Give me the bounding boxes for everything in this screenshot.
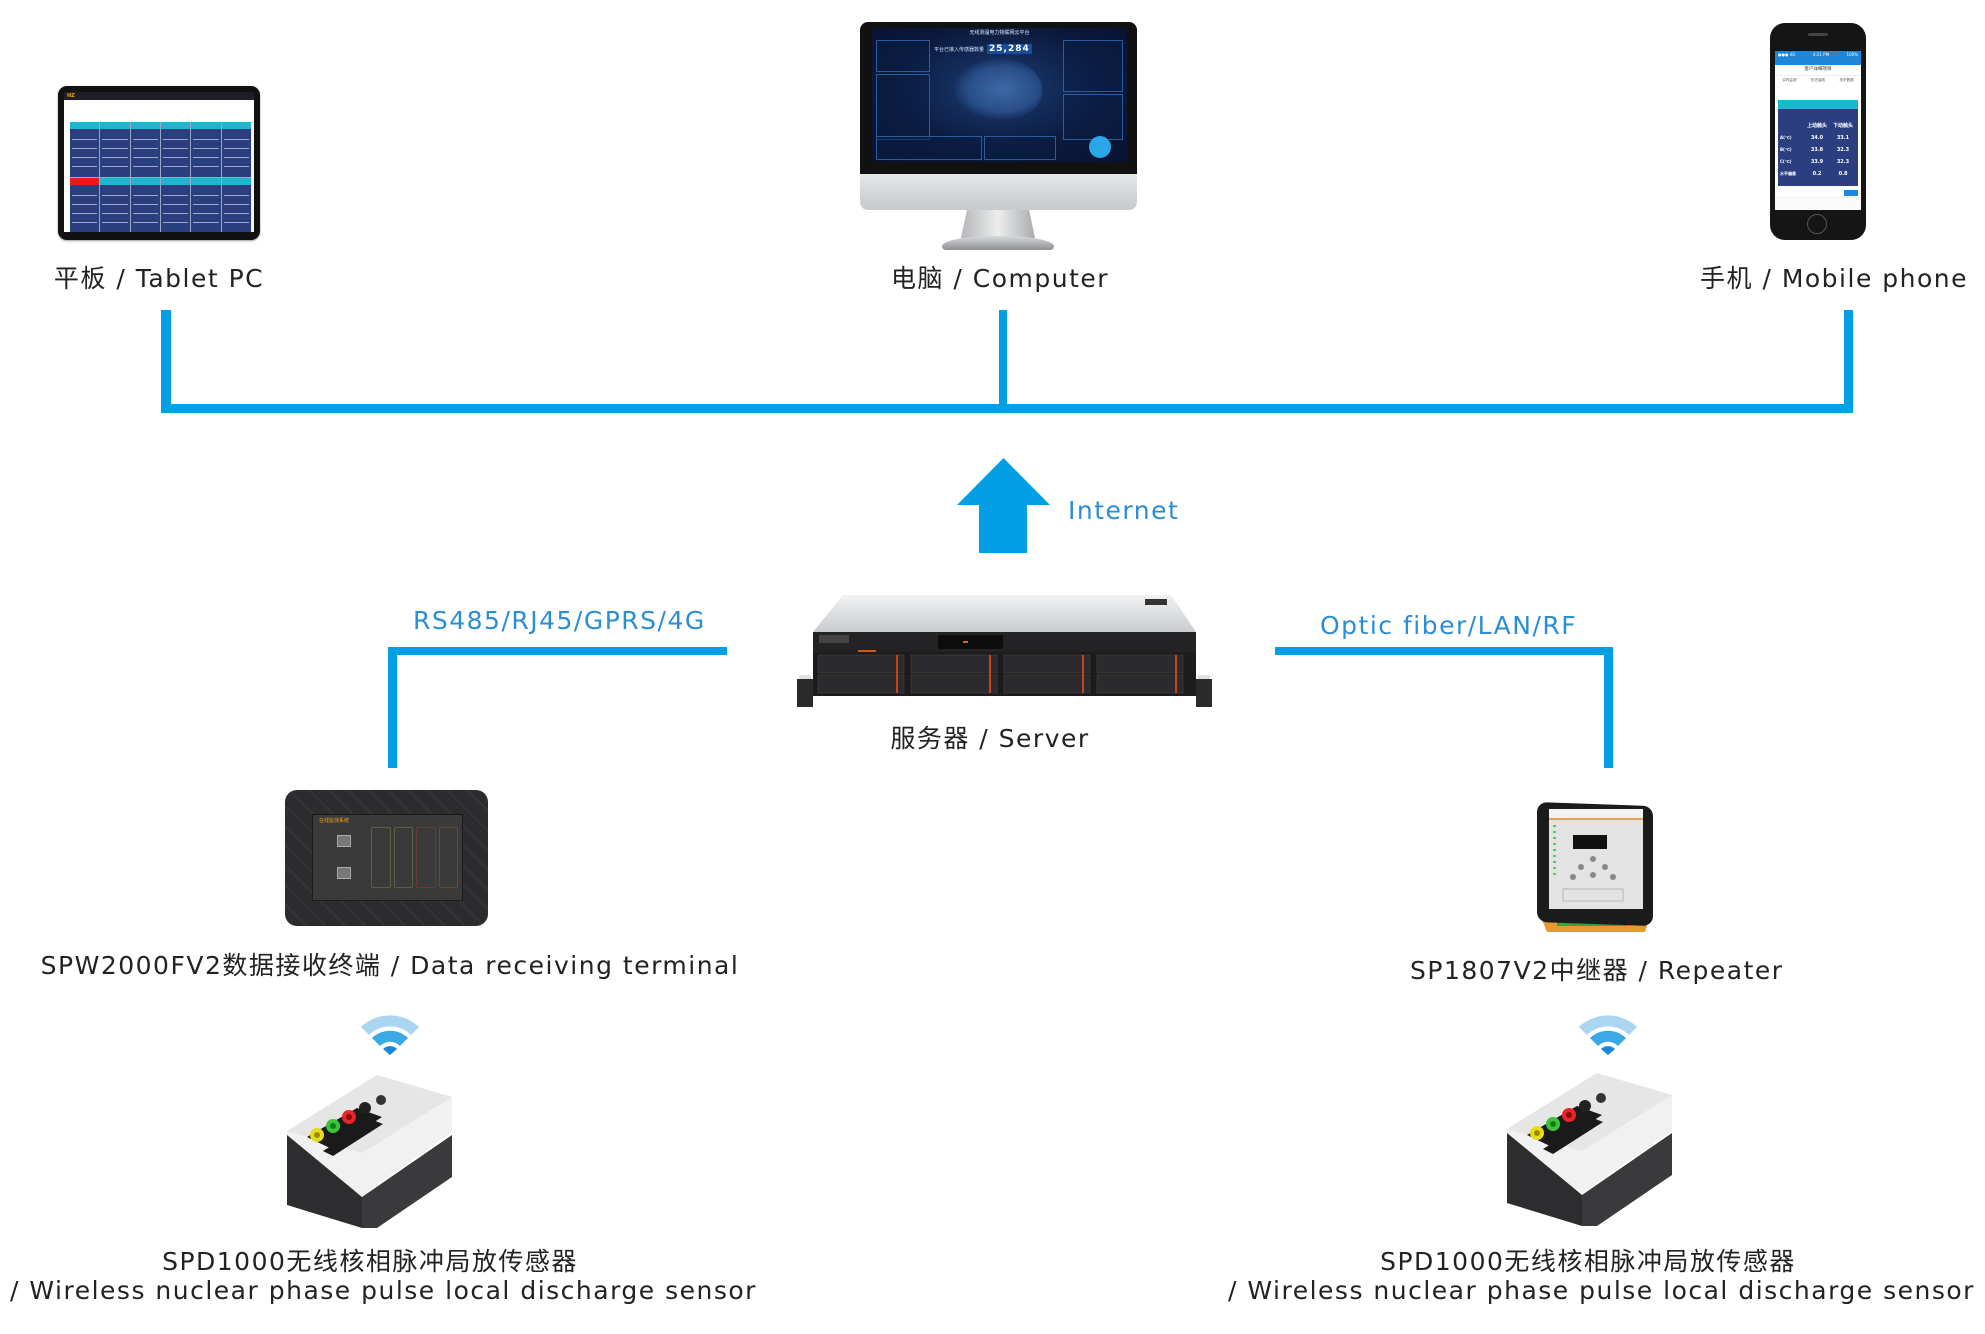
tablet-screen-card (130, 177, 160, 232)
server-label: 服务器 / Server (890, 724, 1090, 753)
right-link-vertical-line (1604, 647, 1613, 768)
tablet-screen-card (161, 122, 191, 177)
app-logo: HZ (67, 93, 75, 99)
terminal-screen-title: 在线监测系统 (319, 818, 350, 824)
repeater-icon (1537, 802, 1653, 932)
tablet-icon: HZ (58, 86, 260, 240)
china-map-icon (954, 58, 1042, 120)
left-link-horizontal-line (388, 647, 727, 655)
sensor-right-label-line2: / Wireless nuclear phase pulse local dis… (1228, 1276, 1975, 1305)
tablet-screen-card (161, 177, 191, 232)
phone-label: 手机 / Mobile phone (1700, 264, 1969, 293)
phone-tabs: 实时监测 历史曲线 历史数据 (1782, 78, 1854, 82)
right-link-label: Optic fiber/LAN/RF (1320, 611, 1578, 640)
computer-label: 电脑 / Computer (890, 264, 1110, 293)
tablet-screen-card (191, 122, 221, 177)
tablet-screen-card (70, 122, 100, 177)
repeater-label: SP1807V2中继器 / Repeater (1410, 956, 1784, 985)
monitor-stand (961, 210, 1035, 238)
sensor-box-icon (1507, 1073, 1672, 1226)
smartphone-icon: ●●● 4G 4:21 PM 100% 客户详细项目 实时监测 历史曲线 历史数… (1770, 23, 1866, 240)
client-bus-line (161, 404, 1853, 413)
phone-app-title: 客户详细项目 (1775, 65, 1861, 76)
right-link-horizontal-line (1275, 647, 1613, 655)
sensor-left-label-line2: / Wireless nuclear phase pulse local dis… (10, 1276, 757, 1305)
sensor-right-label-line1: SPD1000无线核相脉冲局放传感器 (1380, 1247, 1796, 1276)
tablet-label: 平板 / Tablet PC (53, 264, 265, 293)
tablet-screen-card (100, 177, 130, 232)
tablet-connector-line (161, 310, 171, 413)
tablet-screen-card (130, 122, 160, 177)
sensor-left-label-line1: SPD1000无线核相脉冲局放传感器 (162, 1247, 578, 1276)
tablet-screen-card (191, 177, 221, 232)
tablet-screen-card (100, 122, 130, 177)
internet-label: Internet (1068, 496, 1180, 525)
rack-server-icon (797, 595, 1212, 707)
tablet-screen-card (221, 177, 251, 232)
phone-home-button (1807, 214, 1827, 234)
pie-chart-icon (1089, 136, 1111, 158)
monitor-chin (860, 174, 1137, 210)
tablet-screen-card (70, 177, 100, 232)
wifi-icon (1579, 1015, 1637, 1055)
tablet-screen-grid (70, 122, 251, 232)
left-link-vertical-line (388, 647, 397, 768)
monitor-screen-title: 无线测温电力物联网云平台 (969, 30, 1030, 36)
phone-status-bar: ●●● 4G 4:21 PM 100% (1775, 51, 1861, 65)
wifi-icon (361, 1015, 419, 1055)
terminal-label: SPW2000FV2数据接收终端 / Data receiving termin… (40, 951, 740, 980)
tablet-screen-card (221, 122, 251, 177)
monitor-base (942, 236, 1054, 250)
computer-connector-line (999, 310, 1007, 413)
left-link-label: RS485/RJ45/GPRS/4G (413, 606, 706, 635)
sensor-box-icon (287, 1075, 452, 1228)
phone-connector-line (1844, 310, 1853, 413)
upload-arrow-icon (957, 458, 1050, 553)
touch-terminal-icon: 在线监测系统 (285, 790, 488, 926)
